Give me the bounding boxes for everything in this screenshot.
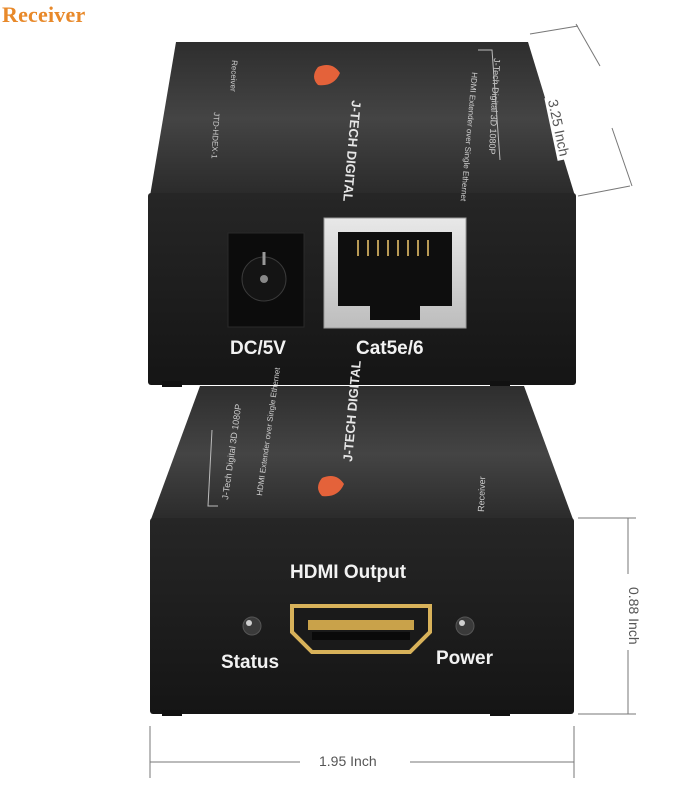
status-led bbox=[242, 616, 262, 636]
top-unit: J-TECH DIGITAL J-Tech Digital 3D 1080P H… bbox=[148, 42, 576, 387]
top-unit-model: JTD-HDEX-1 bbox=[210, 112, 221, 160]
bottom-unit-logo bbox=[318, 476, 344, 497]
rj45-ethernet-port bbox=[323, 217, 467, 329]
cat5e-6-label: Cat5e/6 bbox=[356, 338, 424, 359]
hdmi-output-port bbox=[290, 604, 432, 654]
top-unit-logo bbox=[314, 65, 340, 86]
hdmi-output-label: HDMI Output bbox=[290, 562, 407, 583]
dc-power-jack bbox=[227, 232, 305, 328]
bottom-unit-lid bbox=[150, 386, 574, 522]
top-unit-role: Receiver bbox=[228, 60, 239, 92]
bottom-unit-foot-right bbox=[490, 710, 510, 716]
image-title: Receiver bbox=[2, 2, 86, 27]
lid-line-bottom bbox=[207, 429, 218, 507]
top-unit-foot-right bbox=[490, 381, 510, 387]
power-led bbox=[455, 616, 475, 636]
dimension-lines bbox=[149, 23, 636, 778]
status-label: Status bbox=[221, 652, 280, 673]
power-label: Power bbox=[436, 648, 494, 669]
bottom-unit-role: Receiver bbox=[476, 476, 487, 512]
top-unit-lid bbox=[150, 42, 575, 196]
top-unit-foot-left bbox=[162, 381, 182, 387]
dc-5v-label: DC/5V bbox=[230, 338, 286, 359]
width-dimension-label: 1.95 Inch bbox=[316, 753, 380, 769]
bottom-unit-foot-left bbox=[162, 710, 182, 716]
height-dimension-label: 0.88 Inch bbox=[626, 584, 642, 648]
bottom-unit: J-TECH DIGITAL J-Tech Digital 3D 1080P H… bbox=[150, 360, 574, 716]
lid-line-top bbox=[478, 49, 501, 161]
